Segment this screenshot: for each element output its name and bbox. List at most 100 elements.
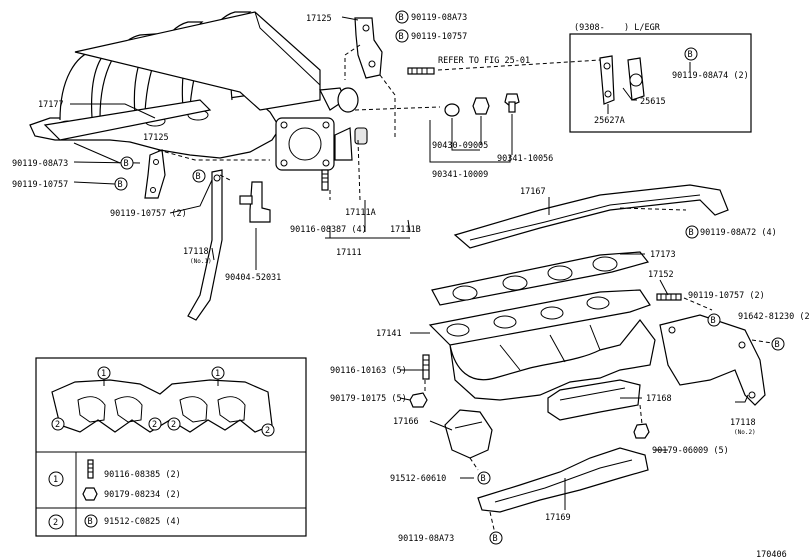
stay-17118-no2[interactable] bbox=[659, 314, 766, 406]
svg-text:B: B bbox=[399, 32, 404, 42]
label-17166: 17166 bbox=[393, 417, 419, 427]
label-90179-10175: 90179-10175 (5) bbox=[330, 394, 407, 404]
b-marker: B bbox=[771, 337, 785, 351]
label-90119-10757-r: 90119-10757 (2) bbox=[688, 291, 765, 301]
b-marker: B bbox=[84, 514, 98, 528]
heat-insulator-17167[interactable] bbox=[453, 184, 729, 249]
bracket-17125-mid[interactable] bbox=[144, 149, 166, 199]
label-no2: (No.2) bbox=[734, 429, 756, 436]
marker-2: 2 bbox=[167, 417, 181, 431]
label-17111: 17111 bbox=[336, 248, 362, 258]
label-17111B: 17111B bbox=[390, 225, 421, 235]
bolt-90341-10056[interactable] bbox=[504, 93, 520, 113]
stud-17152[interactable] bbox=[656, 293, 682, 301]
label-legr: ) L/EGR bbox=[624, 23, 661, 33]
svg-text:B: B bbox=[689, 228, 694, 238]
callout-lines bbox=[70, 16, 749, 510]
label-91512-60610: 91512-60610 bbox=[390, 474, 446, 484]
b-marker: B bbox=[489, 531, 503, 545]
label-17125-mid: 17125 bbox=[143, 133, 169, 143]
marker-2: 2 bbox=[148, 417, 162, 431]
legend-90179-08234: 90179-08234 (2) bbox=[104, 490, 181, 500]
label-25627A: 25627A bbox=[594, 116, 625, 126]
label-90116-08387: 90116-08387 (4) bbox=[290, 225, 367, 235]
legend-91512-C0825: 91512-C0825 (4) bbox=[104, 517, 181, 527]
heat-insulator-17168[interactable] bbox=[547, 379, 641, 421]
bracket-17125-top[interactable] bbox=[354, 17, 383, 79]
svg-text:1: 1 bbox=[101, 369, 106, 379]
marker-1: 1 bbox=[48, 471, 64, 487]
exhaust-gasket-17173[interactable] bbox=[431, 251, 650, 306]
b-marker: B bbox=[192, 169, 206, 183]
label-25615: 25615 bbox=[640, 97, 666, 107]
label-90341-10056: 90341-10056 bbox=[497, 154, 553, 164]
heat-insulator-17166[interactable] bbox=[444, 409, 493, 459]
label-17118-2: 17118 bbox=[730, 418, 756, 428]
label-90119-10757-2: 90119-10757 (2) bbox=[110, 209, 187, 219]
b-marker: B bbox=[120, 156, 134, 170]
label-17111A: 17111A bbox=[345, 208, 376, 218]
svg-text:B: B bbox=[775, 340, 780, 350]
label-90404: 90404-52031 bbox=[225, 273, 281, 283]
heat-insulator-17169[interactable] bbox=[477, 447, 649, 513]
label-17167: 17167 bbox=[520, 187, 546, 197]
svg-text:B: B bbox=[493, 534, 498, 544]
label-17169: 17169 bbox=[545, 513, 571, 523]
marker-2: 2 bbox=[51, 417, 65, 431]
svg-text:2: 2 bbox=[53, 518, 58, 528]
svg-text:2: 2 bbox=[152, 420, 157, 430]
nut-90179-06009[interactable] bbox=[633, 423, 650, 439]
part-labels: 17125 90119-08A73 90119-10757 (9308- ) L… bbox=[12, 13, 811, 560]
stud-90116-08387[interactable] bbox=[321, 169, 329, 191]
svg-text:B: B bbox=[88, 517, 93, 527]
nut-90179-10175[interactable] bbox=[409, 392, 428, 408]
b-marker: B bbox=[707, 313, 721, 327]
label-90341-10009: 90341-10009 bbox=[432, 170, 488, 180]
plate-25615[interactable] bbox=[627, 57, 645, 101]
figure-reference-number: 170406 bbox=[756, 550, 787, 560]
label-17118-1: 17118 bbox=[183, 247, 209, 257]
egr-inset-box bbox=[569, 33, 752, 133]
label-90119-10757-top: 90119-10757 bbox=[411, 32, 467, 42]
svg-text:1: 1 bbox=[53, 475, 58, 485]
label-refer: REFER TO FIG 25-01 bbox=[438, 56, 530, 66]
marker-2: 2 bbox=[48, 514, 64, 530]
b-marker: B bbox=[395, 29, 409, 43]
washer-90430[interactable] bbox=[444, 103, 460, 117]
svg-text:2: 2 bbox=[265, 426, 270, 436]
cap-part[interactable] bbox=[337, 87, 359, 113]
label-90119-08A72: 90119-08A72 (4) bbox=[700, 228, 777, 238]
svg-text:B: B bbox=[688, 50, 693, 60]
intake-manifold-17111[interactable] bbox=[29, 11, 353, 171]
stud-90116-10163[interactable] bbox=[422, 354, 430, 380]
exhaust-manifold-17141[interactable] bbox=[428, 289, 656, 401]
label-17168: 17168 bbox=[646, 394, 672, 404]
b-marker: B bbox=[684, 47, 698, 61]
b-marker: B bbox=[114, 177, 128, 191]
label-90119-08A73-mid: 90119-08A73 bbox=[12, 159, 68, 169]
label-17125-top: 17125 bbox=[306, 14, 332, 24]
label-90179-06009: 90179-06009 (5) bbox=[652, 446, 729, 456]
svg-text:1: 1 bbox=[215, 369, 220, 379]
label-17173: 17173 bbox=[650, 250, 676, 260]
legend-inset: 1 1 2 2 2 2 1 90116-08385 (2) 90179-0823… bbox=[35, 357, 307, 537]
plug-17111A[interactable] bbox=[354, 127, 368, 145]
marker-1: 1 bbox=[97, 366, 111, 380]
fitting-90404[interactable] bbox=[239, 181, 271, 223]
label-17141: 17141 bbox=[376, 329, 402, 339]
svg-text:B: B bbox=[399, 13, 404, 23]
marker-1: 1 bbox=[211, 366, 225, 380]
svg-text:B: B bbox=[481, 474, 486, 484]
b-marker: B bbox=[685, 225, 699, 239]
stay-17118-no1[interactable] bbox=[187, 169, 223, 321]
gasket-25627A[interactable] bbox=[599, 55, 615, 105]
label-90430: 90430-09005 bbox=[432, 141, 488, 151]
manifold-gasket-17177[interactable] bbox=[43, 99, 212, 141]
nut-90341-10009[interactable] bbox=[472, 97, 490, 115]
stud-refer-fig[interactable] bbox=[407, 67, 435, 75]
label-91642: 91642-81230 (2) bbox=[738, 312, 811, 322]
label-90119-08A73-top: 90119-08A73 bbox=[411, 13, 467, 23]
label-90119-08A74: 90119-08A74 (2) bbox=[672, 71, 749, 81]
legend-90116-08385: 90116-08385 (2) bbox=[104, 470, 181, 480]
